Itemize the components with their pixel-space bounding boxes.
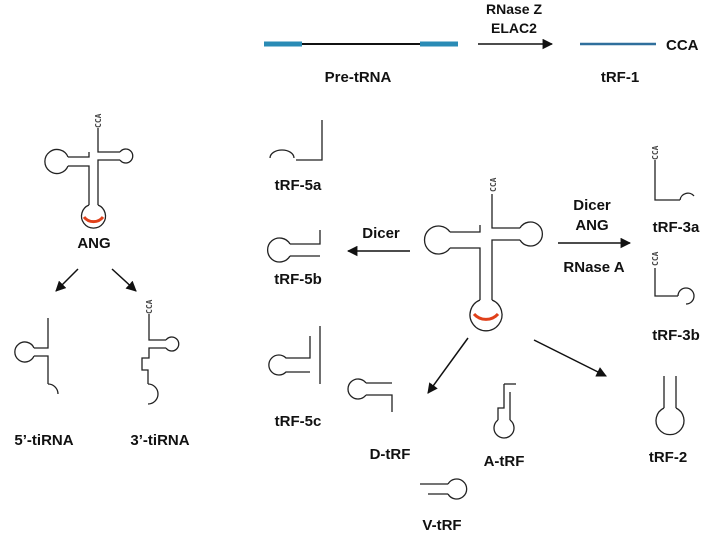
tirna-3-label: 3’-tiRNA bbox=[130, 432, 189, 449]
trf2-shape bbox=[655, 376, 685, 436]
ang-right-label: ANG bbox=[575, 217, 608, 234]
trf3a-shape: CCA bbox=[651, 145, 695, 201]
tirna-5-shape bbox=[14, 318, 59, 395]
trna-cloverleaf-left: CCA bbox=[44, 113, 134, 229]
arrow-to-3-tirna bbox=[111, 268, 137, 292]
enzyme-rnase-z-label: RNase Z bbox=[486, 1, 542, 17]
trf5c-shape bbox=[268, 326, 321, 384]
arrow-to-d-trf bbox=[427, 337, 469, 394]
v-trf-shape bbox=[420, 478, 468, 500]
arrow-to-trf2 bbox=[533, 339, 607, 377]
a-trf-shape bbox=[493, 383, 516, 439]
trf3b-shape: CCA bbox=[651, 251, 695, 305]
trf5c-label: tRF-5c bbox=[275, 413, 322, 430]
trf2-label: tRF-2 bbox=[649, 449, 687, 466]
dicer-left-label: Dicer bbox=[362, 225, 400, 242]
arrow-to-5-tirna bbox=[55, 268, 79, 292]
trna-cloverleaf-center: CCA bbox=[423, 177, 544, 332]
v-trf-label: V-tRF bbox=[422, 517, 461, 534]
cca-label: CCA bbox=[145, 299, 154, 314]
rnase-a-label: RNase A bbox=[563, 259, 624, 276]
cca-label: CCA bbox=[94, 113, 103, 128]
trf5b-shape bbox=[266, 230, 321, 263]
cca-label: CCA bbox=[651, 145, 660, 160]
d-trf-shape bbox=[347, 378, 393, 412]
cca-label: CCA bbox=[651, 251, 660, 266]
pre-trna-label: Pre-tRNA bbox=[325, 69, 392, 86]
trf5b-label: tRF-5b bbox=[274, 271, 322, 288]
dicer-right-label: Dicer bbox=[573, 197, 611, 214]
d-trf-label: D-tRF bbox=[370, 446, 411, 463]
trf5a-label: tRF-5a bbox=[275, 177, 322, 194]
trf3a-label: tRF-3a bbox=[653, 219, 700, 236]
cca-end-label: CCA bbox=[666, 37, 699, 54]
tirna-5-label: 5’-tiRNA bbox=[14, 432, 73, 449]
trf1-label: tRF-1 bbox=[601, 69, 639, 86]
a-trf-label: A-tRF bbox=[484, 453, 525, 470]
trf5a-shape bbox=[269, 120, 323, 161]
ang-left-label: ANG bbox=[77, 235, 110, 252]
tirna-3-shape: CCA bbox=[141, 299, 180, 405]
cleavage-site-center bbox=[472, 312, 500, 321]
trf3b-label: tRF-3b bbox=[652, 327, 700, 344]
cca-label: CCA bbox=[489, 177, 498, 192]
enzyme-elac2-label: ELAC2 bbox=[491, 20, 537, 36]
cleavage-site-left bbox=[82, 215, 105, 224]
